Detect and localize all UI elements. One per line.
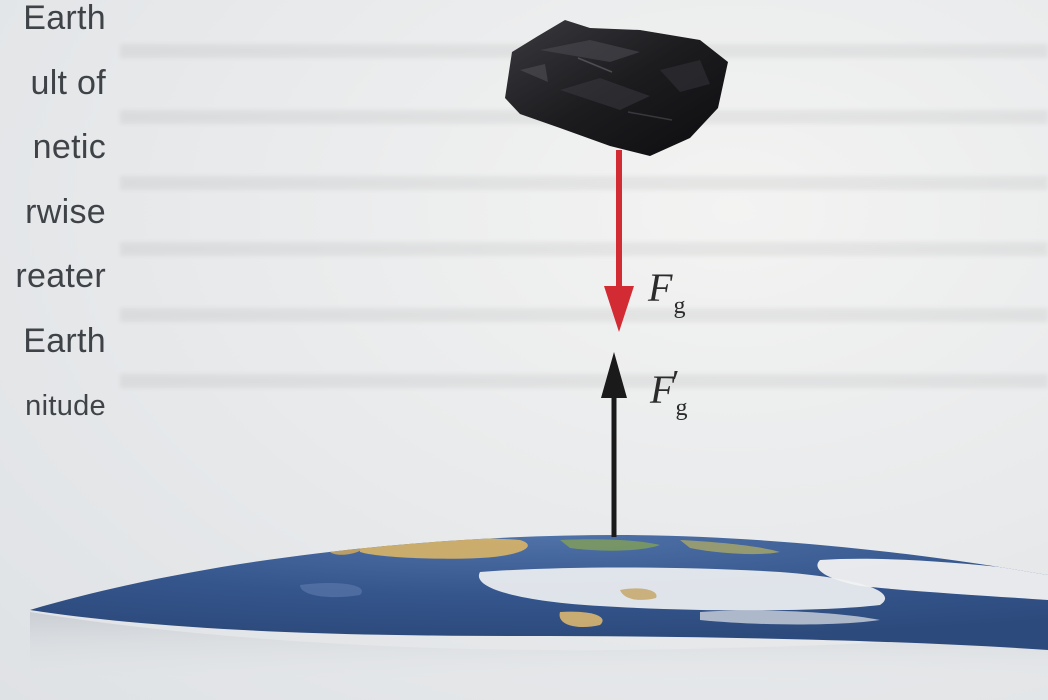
force-up-symbol: F bbox=[650, 367, 674, 412]
force-up-label: Fg′ bbox=[650, 370, 687, 410]
force-down-label: Fg bbox=[648, 268, 685, 308]
rock-image bbox=[505, 20, 728, 156]
force-down-symbol: F bbox=[648, 265, 672, 310]
earth-globe-image bbox=[30, 535, 1048, 680]
force-down-subscript: g bbox=[673, 293, 685, 319]
force-up-arrow bbox=[601, 352, 627, 537]
force-down-arrow bbox=[604, 150, 634, 332]
force-up-prime: ′ bbox=[672, 366, 679, 400]
